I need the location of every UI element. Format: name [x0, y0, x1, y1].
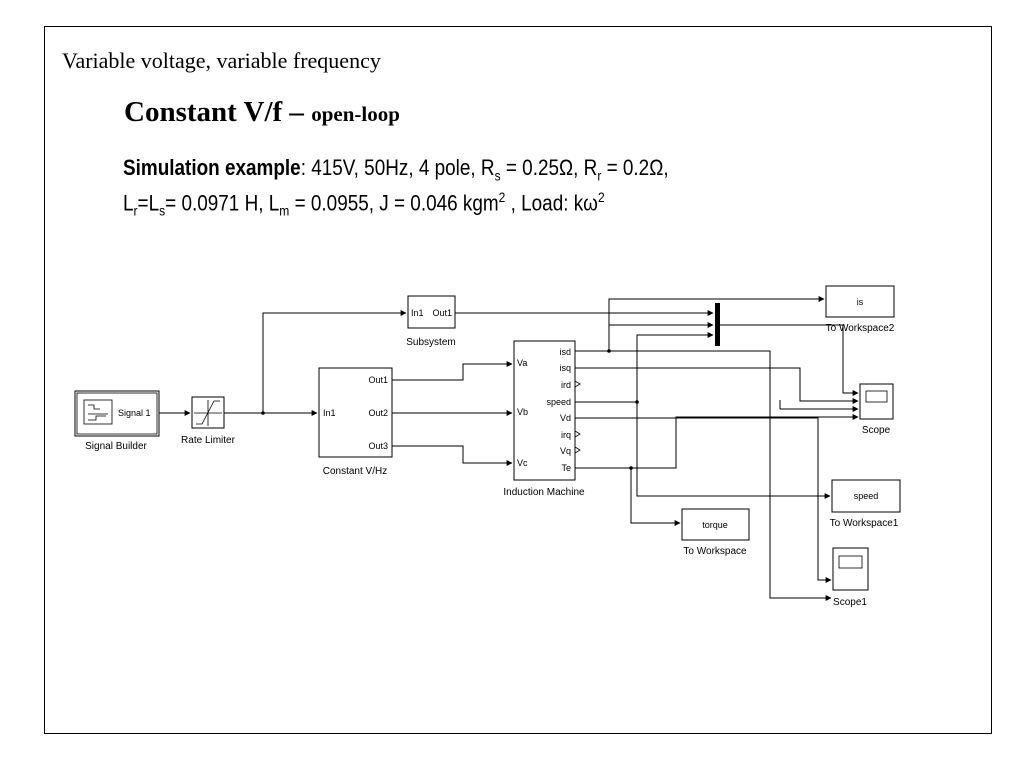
- spec-line-2: Lr=Ls= 0.0971 H, Lm = 0.0955, J = 0.046 …: [123, 189, 605, 219]
- title-main: Constant V/f –: [124, 96, 312, 128]
- rate-limiter-caption: Rate Limiter: [181, 435, 236, 446]
- scope1-screen-icon: [838, 555, 863, 569]
- rate-limiter-block[interactable]: [191, 396, 225, 429]
- signal-builder-caption: Signal Builder: [85, 441, 147, 452]
- im-out-isd: isd: [559, 347, 571, 357]
- line-out3-to-vc: [392, 445, 513, 466]
- to-workspace1-block[interactable]: speed: [831, 479, 901, 513]
- im-out-speed: speed: [546, 397, 571, 407]
- slide: Variable voltage, variable frequency Con…: [44, 26, 992, 734]
- constant-vhz-in-port: In1: [323, 408, 336, 418]
- im-out-irq: irq: [561, 430, 571, 440]
- scope-caption: Scope: [862, 425, 891, 436]
- induction-machine-block[interactable]: Va Vb Vc isd isq ird speed Vd irq Vq Te: [513, 340, 581, 481]
- spec-sq1: 2: [498, 189, 506, 205]
- to-workspace2-block[interactable]: is: [825, 285, 895, 318]
- im-in-vb: Vb: [517, 407, 528, 417]
- line-vd-to-scope1: [575, 417, 832, 583]
- spec-l2-b: =L: [137, 190, 160, 216]
- line-isd-to-mux: [575, 322, 714, 352]
- signal-builder-text: Signal 1: [118, 408, 151, 418]
- subsystem-block[interactable]: In1 Out1: [407, 295, 456, 329]
- spec-p2: = 0.25Ω, R: [500, 155, 598, 180]
- to-workspace2-caption: To Workspace2: [826, 323, 895, 334]
- spec-rs-sub: s: [494, 167, 501, 184]
- line-isd-to-scope1: [609, 350, 832, 601]
- spec-lr-sub: r: [133, 202, 138, 219]
- spec-l2-e: , Load: kω: [505, 190, 598, 216]
- title-sub: open-loop: [311, 102, 400, 126]
- rate-limiter-icon: [194, 400, 222, 426]
- scope1-block[interactable]: [832, 547, 869, 591]
- slide-topline: Variable voltage, variable frequency: [62, 48, 381, 73]
- spec-l2-c: = 0.0971 H, L: [165, 190, 280, 216]
- to-workspace2-text: is: [857, 297, 864, 307]
- line-mux-branch-to-ws2: [608, 296, 825, 325]
- im-out-ird: ird: [561, 380, 571, 390]
- constant-vhz-out2-port: Out2: [368, 408, 388, 418]
- subsystem-caption: Subsystem: [406, 337, 455, 348]
- spec-p3: = 0.2Ω,: [601, 155, 669, 180]
- mux-block[interactable]: [715, 303, 720, 346]
- line-isq-to-scope: [575, 367, 859, 404]
- im-out-vd: Vd: [560, 413, 571, 423]
- spec-p1: : 415V, 50Hz, 4 pole, R: [300, 155, 495, 180]
- spec-line-1: Simulation example: 415V, 50Hz, 4 pole, …: [123, 155, 669, 183]
- constant-vhz-block[interactable]: In1 Out1 Out2 Out3: [318, 367, 393, 458]
- spec-lm-sub: m: [279, 202, 290, 219]
- signal-builder-icon: [83, 399, 113, 425]
- im-out-vq: Vq: [560, 446, 571, 456]
- line-branch-to-subsystem: [262, 310, 407, 413]
- im-in-vc: Vc: [517, 458, 528, 468]
- line-te-to-ws: [630, 468, 681, 526]
- spec-ls-sub: s: [159, 202, 166, 219]
- scope-screen-icon: [865, 390, 888, 403]
- slide-title: Constant V/f – open-loop: [124, 96, 400, 129]
- induction-machine-caption: Induction Machine: [503, 487, 585, 498]
- scope1-caption: Scope1: [833, 597, 867, 608]
- spec-l2-a: L: [123, 190, 134, 216]
- line-speed-to-mux: [575, 332, 714, 403]
- to-workspace-caption: To Workspace: [683, 546, 747, 557]
- signal-builder-block[interactable]: Signal 1: [74, 390, 160, 437]
- line-te-to-scope: [575, 414, 859, 469]
- spec-l2-d: = 0.0955, J = 0.046 kgm: [289, 190, 499, 216]
- to-workspace-block[interactable]: torque: [681, 508, 750, 541]
- to-workspace1-text: speed: [854, 491, 879, 501]
- spec-label: Simulation example: [123, 155, 301, 180]
- line-out1-to-va: [392, 361, 513, 381]
- constant-vhz-out1-port: Out1: [368, 375, 388, 385]
- constant-vhz-out3-port: Out3: [368, 441, 388, 451]
- scope-block[interactable]: [859, 383, 894, 420]
- line-mux-branch-to-scope: [720, 324, 859, 396]
- to-workspace-text: torque: [702, 520, 728, 530]
- line-speed-to-ws1: [636, 402, 831, 499]
- im-unconnected-port-icons: [574, 380, 581, 454]
- spec-sq2: 2: [597, 189, 605, 205]
- branch-points: [261, 349, 639, 470]
- to-workspace1-caption: To Workspace1: [830, 518, 899, 529]
- subsystem-out-port: Out1: [432, 308, 452, 318]
- subsystem-in-port: In1: [411, 308, 424, 318]
- im-out-isq: isq: [559, 363, 571, 373]
- constant-vhz-caption: Constant V/Hz: [323, 466, 387, 477]
- im-in-va: Va: [517, 358, 527, 368]
- spec-rr-sub: r: [597, 167, 602, 184]
- im-out-te: Te: [561, 463, 571, 473]
